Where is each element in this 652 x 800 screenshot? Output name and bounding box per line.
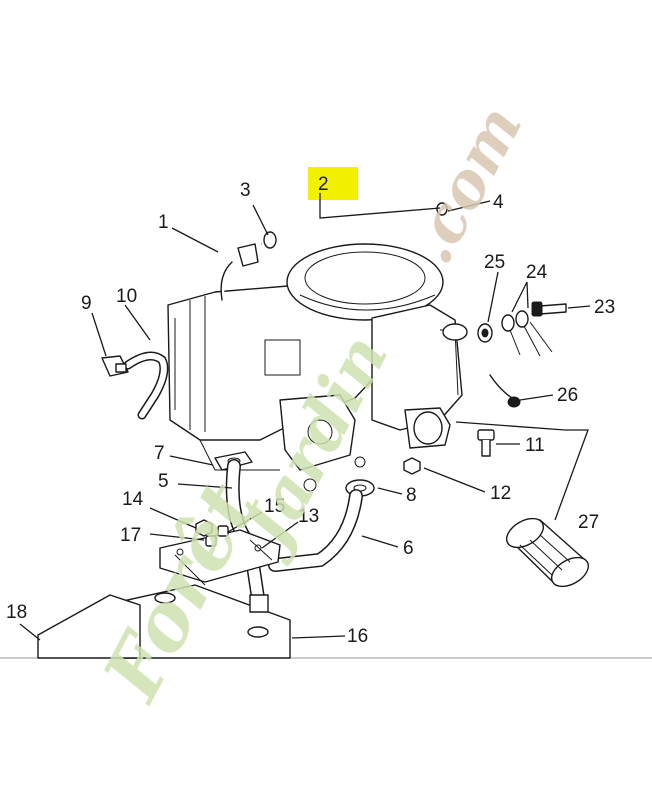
callout-24[interactable]: 24 bbox=[526, 262, 548, 283]
callout-7[interactable]: 7 bbox=[154, 443, 165, 464]
callout-10[interactable]: 10 bbox=[116, 286, 137, 307]
callout-16[interactable]: 16 bbox=[347, 626, 368, 647]
callout-6[interactable]: 6 bbox=[403, 538, 414, 559]
heat-shield-part-18[interactable] bbox=[37, 594, 141, 659]
callout-15[interactable]: 15 bbox=[264, 496, 285, 517]
callout-4[interactable]: 4 bbox=[493, 192, 504, 213]
callout-14[interactable]: 14 bbox=[122, 489, 144, 510]
bolt-part-11[interactable] bbox=[477, 429, 495, 457]
callout-highlight bbox=[308, 167, 358, 200]
callout-9[interactable]: 9 bbox=[81, 293, 92, 314]
clamp-part-3[interactable] bbox=[263, 231, 277, 249]
drain-hose-part-10[interactable] bbox=[123, 351, 169, 420]
callout-12[interactable]: 12 bbox=[490, 483, 511, 504]
callout-17[interactable]: 17 bbox=[120, 525, 141, 546]
callout-2[interactable]: 2 bbox=[318, 174, 329, 195]
wire-terminals-part-24[interactable] bbox=[501, 310, 553, 357]
wire-part-26[interactable] bbox=[489, 374, 521, 408]
callout-5[interactable]: 5 bbox=[158, 471, 169, 492]
bracket-part-13[interactable] bbox=[159, 529, 281, 586]
callout-26[interactable]: 26 bbox=[557, 385, 578, 406]
watermark-com: .com bbox=[394, 94, 537, 275]
bolt-part-17[interactable] bbox=[205, 535, 217, 547]
callout-labels: 1 2 3 4 5 6 7 8 9 10 11 12 13 14 15 16 1… bbox=[6, 174, 615, 647]
valve-part-9[interactable] bbox=[101, 355, 129, 377]
elbow-part-1[interactable] bbox=[220, 243, 259, 301]
callout-11[interactable]: 11 bbox=[525, 435, 545, 456]
fitting-part-4[interactable] bbox=[436, 202, 448, 216]
callout-13[interactable]: 13 bbox=[298, 506, 319, 527]
callout-8[interactable]: 8 bbox=[406, 485, 417, 506]
callout-25[interactable]: 25 bbox=[484, 252, 505, 273]
nut-part-25[interactable] bbox=[477, 323, 493, 343]
nut-part-12[interactable] bbox=[403, 457, 421, 475]
leader-lines bbox=[19, 193, 591, 641]
oil-filter-part-27[interactable] bbox=[502, 513, 594, 593]
exhaust-pipe-part-6[interactable] bbox=[268, 489, 363, 572]
nut-part-14[interactable] bbox=[195, 519, 213, 537]
breather-hose-part-2[interactable] bbox=[261, 206, 441, 246]
bolt-part-15[interactable] bbox=[217, 525, 229, 537]
bolt-part-23[interactable] bbox=[531, 301, 567, 317]
engine-block bbox=[167, 243, 468, 492]
callout-23[interactable]: 23 bbox=[594, 297, 615, 318]
callout-1[interactable]: 1 bbox=[158, 212, 169, 233]
callout-27[interactable]: 27 bbox=[578, 512, 599, 533]
callout-18[interactable]: 18 bbox=[6, 602, 27, 623]
callout-3[interactable]: 3 bbox=[240, 180, 251, 201]
